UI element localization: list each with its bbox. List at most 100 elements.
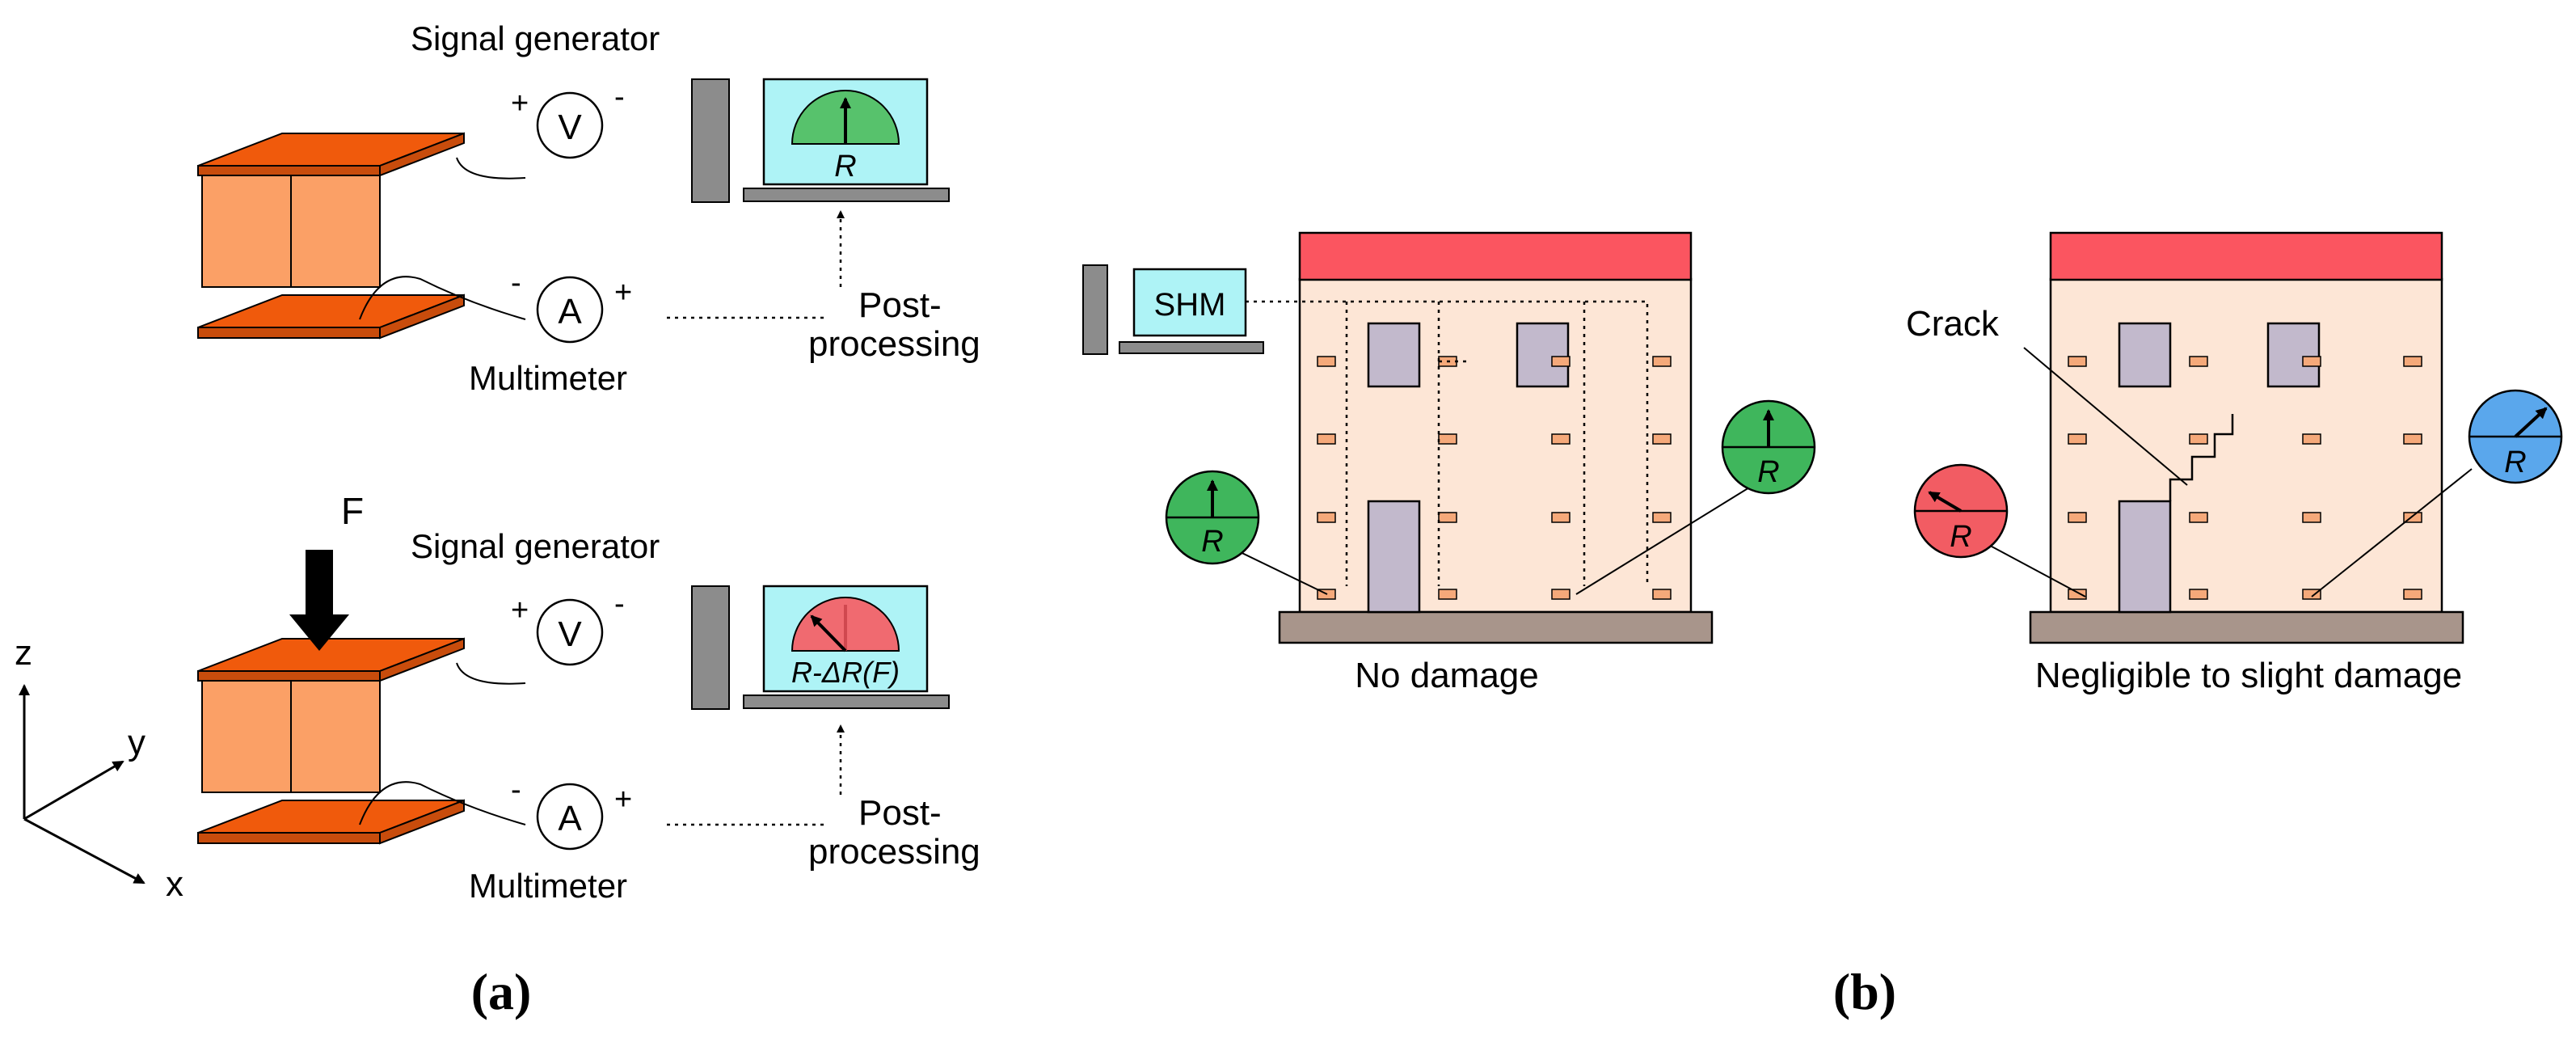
gauge-damaged-right-label: R bbox=[2504, 445, 2526, 479]
sensor-brick bbox=[1317, 433, 1336, 445]
voltmeter-minus-bottom: - bbox=[614, 587, 625, 621]
ammeter-minus: - bbox=[511, 266, 521, 300]
ammeter-symbol: A bbox=[558, 292, 582, 331]
signal-generator-label-bottom: Signal generator bbox=[411, 527, 660, 565]
sensor-brick bbox=[2403, 589, 2422, 600]
sensor-brick bbox=[2403, 356, 2422, 367]
computer-tower-top bbox=[691, 78, 730, 203]
ammeter-plus: + bbox=[614, 276, 632, 310]
wall bbox=[1298, 277, 1693, 614]
sensor-brick bbox=[1652, 356, 1672, 367]
crack-leader bbox=[2023, 347, 2188, 486]
roof-damaged bbox=[2049, 231, 2443, 281]
crack-label: Crack bbox=[1906, 304, 2000, 344]
sensor-brick bbox=[1551, 433, 1570, 445]
sensor-brick bbox=[1551, 589, 1570, 600]
multimeter-label-bottom: Multimeter bbox=[469, 867, 627, 905]
sensor-brick bbox=[2189, 433, 2208, 445]
voltmeter-icon-bottom bbox=[536, 598, 604, 666]
roof bbox=[1298, 231, 1693, 281]
ammeter-symbol-bottom: A bbox=[558, 799, 582, 838]
post-label-top-1: Post- bbox=[858, 285, 942, 325]
gauge-damaged-right bbox=[2468, 389, 2563, 484]
specimen-bottom bbox=[197, 637, 526, 845]
window-right-damaged bbox=[2266, 322, 2321, 388]
caption-a: (a) bbox=[471, 963, 532, 1020]
ammeter-icon bbox=[536, 276, 604, 344]
sensor-brick bbox=[2189, 356, 2208, 367]
ammeter-minus-bottom: - bbox=[511, 773, 521, 807]
gauge-circle-right bbox=[1721, 399, 1816, 495]
wiring-left-building bbox=[1246, 300, 1649, 586]
axis-z-label: z bbox=[15, 633, 32, 673]
computer-tower-bottom bbox=[691, 585, 730, 710]
ground-damaged bbox=[2029, 610, 2464, 644]
sensor-brick bbox=[2068, 356, 2087, 367]
voltmeter-symbol-bottom: V bbox=[558, 614, 582, 654]
specimen-top bbox=[197, 132, 526, 340]
force-arrow-head bbox=[289, 614, 349, 651]
panel-a-bottom: F V + - Signal generator A - + Multimete… bbox=[15, 490, 980, 905]
sensor-brick bbox=[2302, 433, 2321, 445]
voltmeter-plus: + bbox=[511, 87, 529, 120]
sensor-brick bbox=[2302, 512, 2321, 523]
sensor-brick bbox=[1438, 433, 1457, 445]
gauge-damaged-left bbox=[1913, 463, 2009, 559]
window-right bbox=[1516, 322, 1570, 388]
sensor-brick bbox=[1652, 433, 1672, 445]
sensor-brick bbox=[2302, 356, 2321, 367]
voltmeter-icon bbox=[536, 91, 604, 159]
gauge-right-label: R bbox=[1757, 455, 1779, 489]
gauge-circle-left bbox=[1165, 470, 1260, 565]
axis-x-label: x bbox=[166, 864, 183, 904]
voltmeter-minus: - bbox=[614, 80, 625, 114]
sensor-brick bbox=[1652, 589, 1672, 600]
building-no-damage: SHM R R No damag bbox=[1082, 231, 1816, 695]
multimeter-label-top: Multimeter bbox=[469, 359, 627, 397]
gauge-left-label: R bbox=[1201, 525, 1223, 559]
sensor-brick bbox=[2189, 512, 2208, 523]
voltmeter-symbol: V bbox=[558, 108, 582, 147]
sensor-brick bbox=[2068, 512, 2087, 523]
sensor-brick bbox=[1551, 356, 1570, 367]
axes-triad bbox=[19, 684, 145, 884]
sensor-brick bbox=[2068, 433, 2087, 445]
sensor-brick bbox=[2189, 589, 2208, 600]
sensor-brick bbox=[2302, 589, 2321, 600]
force-arrow-shaft bbox=[306, 550, 333, 616]
post-label-bottom-2: processing bbox=[808, 832, 980, 872]
caption-slight-damage: Negligible to slight damage bbox=[2035, 656, 2462, 695]
building-slight-damage: Crack R R Negligible to slight damage bbox=[1906, 231, 2563, 695]
keyboard-bottom bbox=[743, 694, 950, 709]
shm-tower bbox=[1082, 264, 1108, 355]
gauge-label-top: R bbox=[834, 150, 856, 184]
shm-keyboard bbox=[1119, 341, 1264, 354]
gauge-damaged-left-label: R bbox=[1950, 520, 1971, 554]
door-damaged bbox=[2118, 500, 2172, 614]
sensor-brick bbox=[1438, 589, 1457, 600]
sensor-brick bbox=[1317, 356, 1336, 367]
voltmeter-plus-bottom: + bbox=[511, 593, 529, 627]
panel-a-top: V + - Signal generator A - + Multimeter … bbox=[197, 19, 980, 397]
crack-path bbox=[2169, 414, 2234, 501]
sensor-brick bbox=[2068, 589, 2087, 600]
sensor-brick bbox=[1551, 512, 1570, 523]
sensor-bricks-left-building bbox=[1317, 356, 1672, 600]
post-label-top-2: processing bbox=[808, 324, 980, 364]
shm-monitor bbox=[1132, 268, 1247, 337]
signal-generator-label-top: Signal generator bbox=[411, 19, 660, 57]
keyboard-top bbox=[743, 188, 950, 202]
ground bbox=[1278, 610, 1714, 644]
ammeter-plus-bottom: + bbox=[614, 783, 632, 817]
sensor-brick bbox=[1317, 512, 1336, 523]
sensor-brick bbox=[1652, 512, 1672, 523]
gauge-label-bottom: R-ΔR(F) bbox=[791, 656, 900, 689]
window-left bbox=[1367, 322, 1421, 388]
force-label: F bbox=[341, 490, 364, 532]
sensor-bricks-right-building bbox=[2068, 356, 2422, 600]
axis-y-label: y bbox=[128, 723, 145, 762]
sensor-brick bbox=[1438, 512, 1457, 523]
caption-b: (b) bbox=[1833, 963, 1896, 1020]
